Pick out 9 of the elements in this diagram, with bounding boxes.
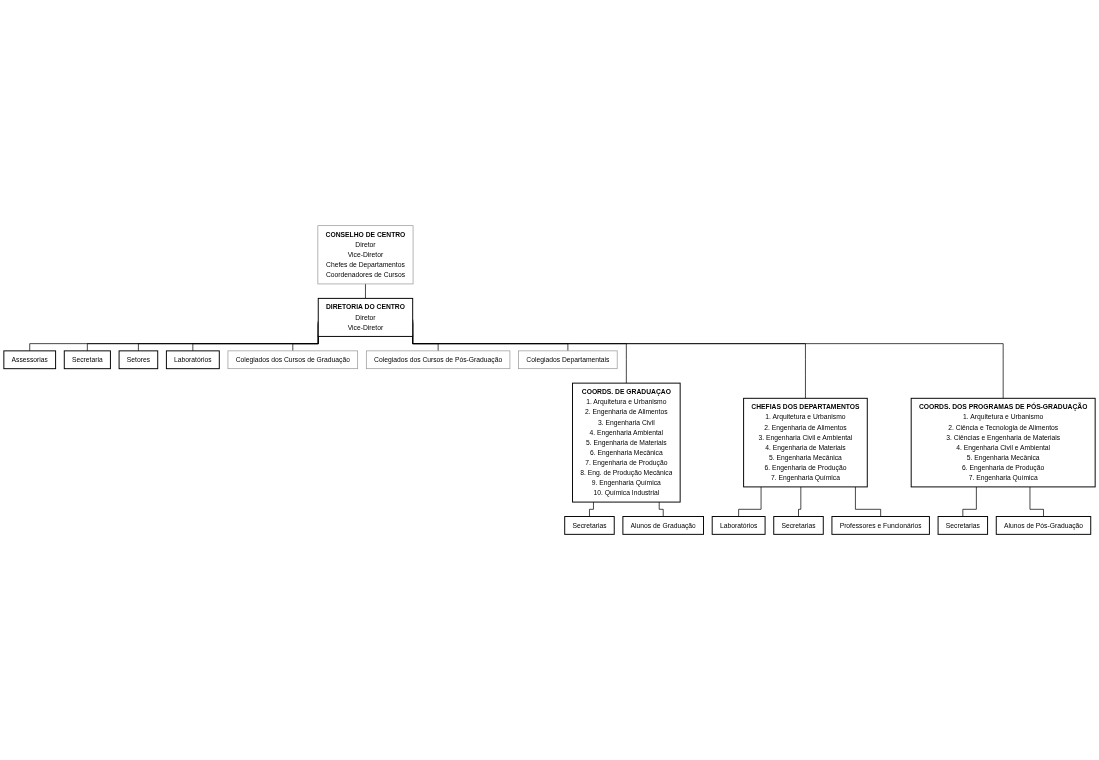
connector <box>855 486 882 517</box>
connector <box>738 486 762 517</box>
connector <box>1029 486 1044 517</box>
connector <box>589 501 594 517</box>
connector <box>962 486 977 517</box>
connector <box>658 501 664 517</box>
connector <box>365 283 366 299</box>
connector <box>798 486 802 517</box>
connector <box>292 334 319 352</box>
